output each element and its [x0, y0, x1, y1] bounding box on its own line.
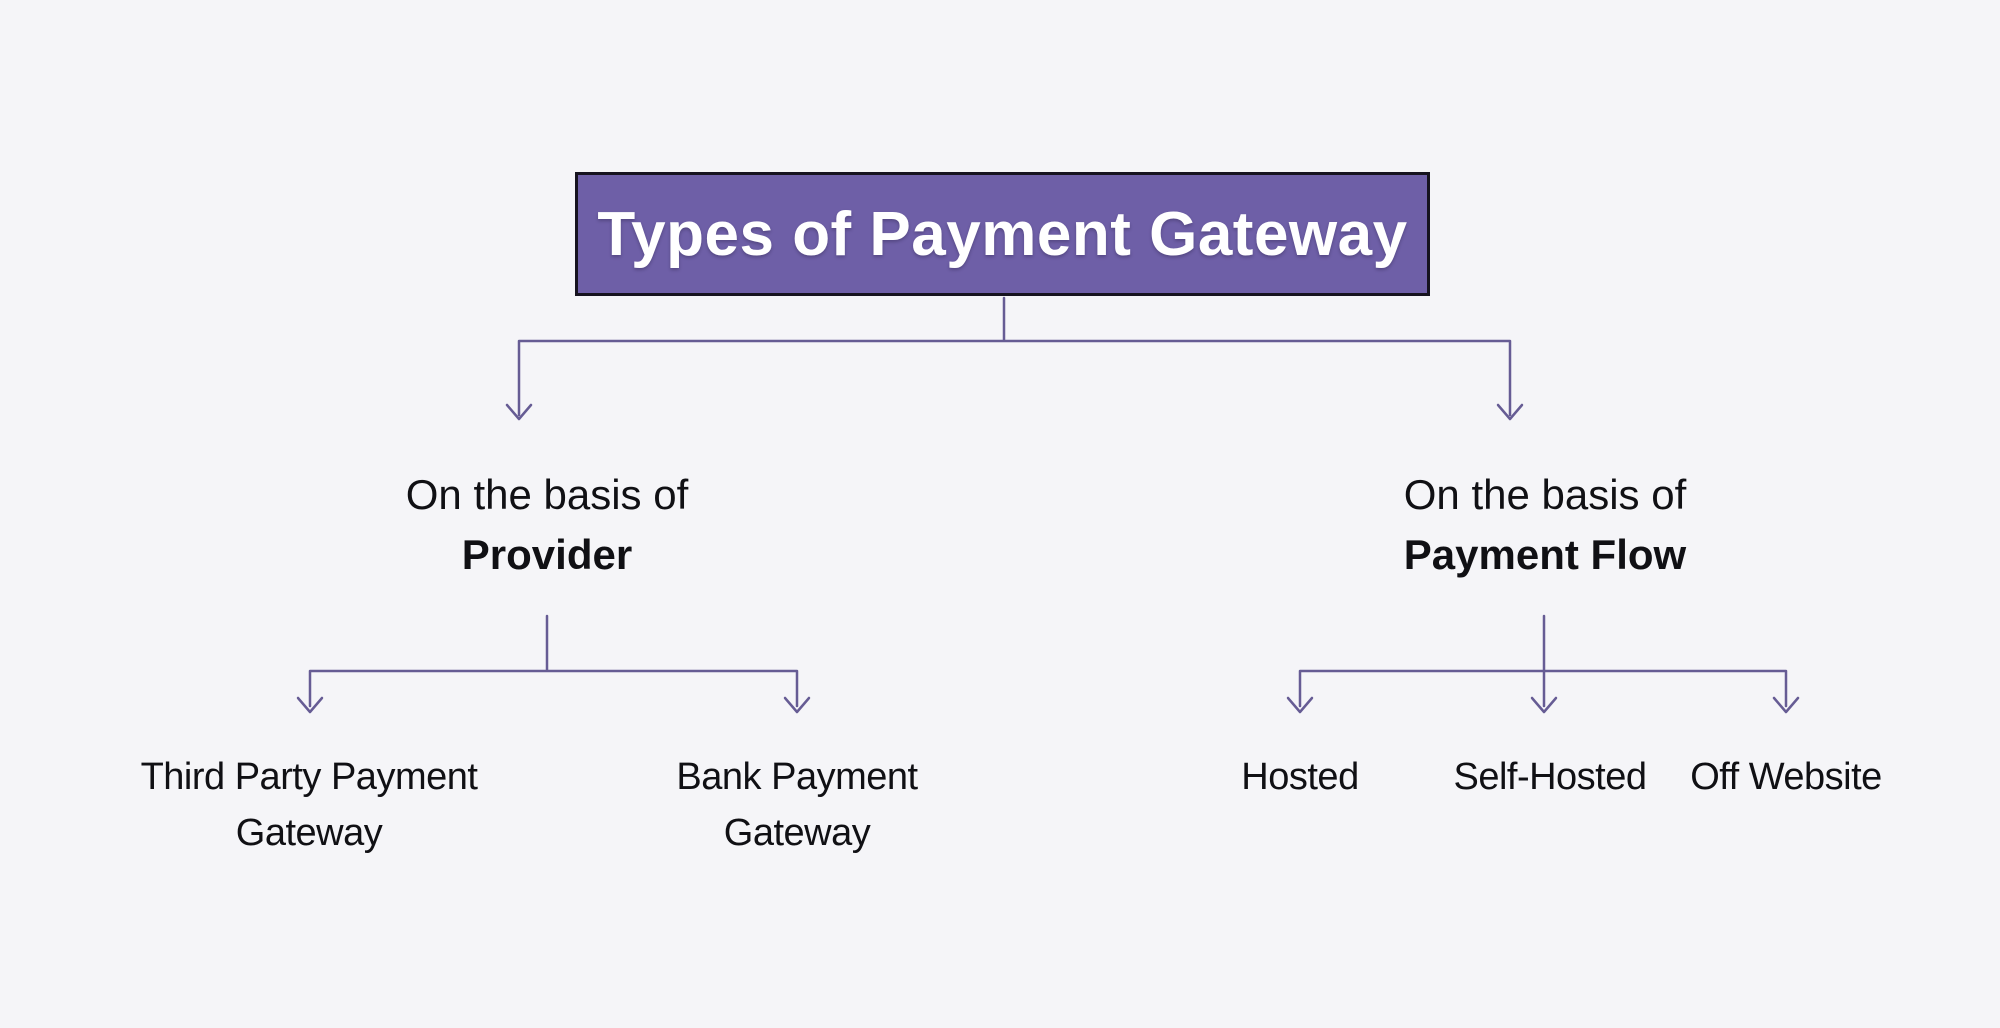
leaf-line: Off Website [1690, 756, 1882, 798]
connector-provider-to-leaves [296, 614, 811, 714]
branch-provider-line1: On the basis of [405, 471, 689, 518]
branch-node-provider: On the basis of Provider [287, 465, 807, 585]
leaf-line: Bank Payment [676, 756, 918, 798]
leaf-line: Hosted [1241, 756, 1359, 798]
arrowhead-down-icon [296, 696, 324, 714]
arrowhead-down-icon [1496, 403, 1524, 421]
leaf-node-bank-payment-gateway: Bank Payment Gateway [597, 749, 997, 861]
arrowhead-down-icon [1530, 696, 1558, 714]
arrowhead-down-icon [783, 696, 811, 714]
arrowhead-down-icon [1286, 696, 1314, 714]
branch-flow-line1: On the basis of [1403, 471, 1687, 518]
leaf-node-third-party-payment-gateway: Third Party Payment Gateway [109, 749, 509, 861]
arrowhead-down-icon [505, 403, 533, 421]
root-node-types-of-payment-gateway: Types of Payment Gateway [575, 172, 1430, 296]
branch-flow-line2: Payment Flow [1403, 531, 1687, 578]
leaf-line: Third Party Payment [140, 756, 478, 798]
leaf-node-self-hosted: Self-Hosted [1400, 749, 1700, 805]
leaf-line: Gateway [235, 812, 383, 854]
connector-flow-to-leaves [1286, 614, 1800, 714]
arrowhead-down-icon [1772, 696, 1800, 714]
leaf-line: Self-Hosted [1453, 756, 1647, 798]
leaf-node-hosted: Hosted [1150, 749, 1450, 805]
branch-provider-line2: Provider [461, 531, 633, 578]
branch-node-payment-flow: On the basis of Payment Flow [1285, 465, 1805, 585]
leaf-node-off-website: Off Website [1636, 749, 1936, 805]
connector-root-to-branches [505, 296, 1524, 421]
leaf-line: Gateway [723, 812, 871, 854]
diagram-title: Types of Payment Gateway [597, 199, 1408, 269]
